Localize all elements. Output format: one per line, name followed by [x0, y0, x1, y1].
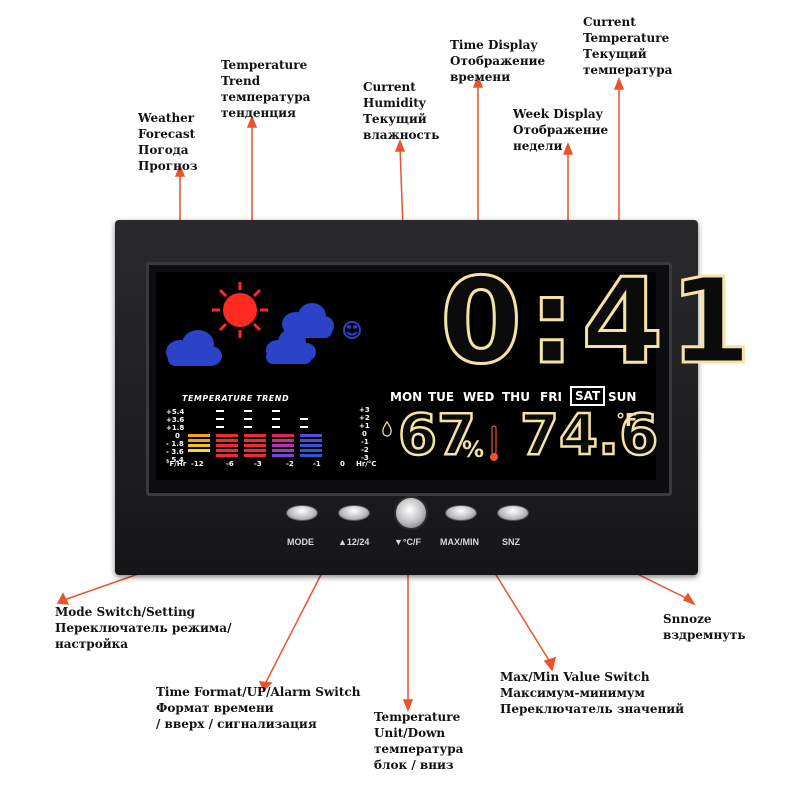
humidity-drop-icon: [382, 420, 392, 437]
cloud-icon-left: [166, 330, 222, 366]
arrow-up: [258, 681, 273, 692]
left-tick: - 1.8: [166, 440, 184, 448]
temperature-unit: °F: [616, 410, 638, 431]
x-tick: °F/Hr: [166, 460, 187, 468]
trend-col-6: [216, 434, 238, 457]
trend-grid-dashes: [216, 410, 308, 428]
right-tick: -2: [361, 446, 369, 454]
maxmin-button[interactable]: [445, 505, 477, 521]
mode-button[interactable]: [286, 505, 318, 521]
weekday-tue: TUE: [428, 390, 455, 404]
weekday-mon: MON: [390, 390, 423, 404]
trend-col-1: [300, 434, 322, 457]
x-tick: 0: [340, 460, 345, 468]
arrow-week: [562, 141, 574, 155]
x-tick: -12: [191, 460, 204, 468]
humidity-unit: %: [462, 438, 485, 463]
snooze-button[interactable]: [497, 505, 529, 521]
left-tick: +3.6: [166, 416, 185, 424]
left-tick: 0: [175, 432, 180, 440]
arrow-maxmin: [543, 656, 557, 672]
down-button-label: ▼°C/F: [394, 537, 422, 547]
humidity-value: 67: [397, 403, 477, 468]
left-tick: +5.4: [166, 408, 185, 416]
arrow-down: [402, 699, 414, 713]
left-tick: +1.8: [166, 424, 185, 432]
x-tick: Hr/°C: [356, 460, 377, 468]
arrow-time: [472, 74, 484, 88]
trend-col-12: [188, 434, 210, 452]
x-tick: -2: [286, 460, 294, 468]
trend-col-2: [272, 434, 294, 457]
up-1224-button[interactable]: [338, 505, 370, 521]
right-tick: -1: [361, 438, 369, 446]
weather-forecast-icons: [166, 282, 361, 366]
x-tick: -6: [226, 460, 234, 468]
down-cf-button[interactable]: [394, 496, 428, 530]
right-tick: +1: [359, 422, 370, 430]
left-tick: - 5.4: [166, 456, 184, 464]
thermometer-icon: [490, 425, 498, 461]
right-tick: +3: [359, 406, 370, 414]
arrow-weather: [174, 163, 186, 177]
right-tick: 0: [362, 430, 367, 438]
weekday-wed: WED: [463, 390, 495, 404]
arrow-trend: [246, 114, 258, 128]
snz-button-label: SNZ: [502, 537, 520, 547]
smiley-icon: [343, 321, 361, 339]
x-tick: -1: [313, 460, 321, 468]
weekday-sun: SUN: [608, 390, 637, 404]
sun-icon: [212, 282, 268, 338]
trend-col-3: [244, 434, 266, 457]
up-button-label: ▲12/24: [338, 537, 370, 547]
maxmin-button-label: MAX/MIN: [440, 537, 479, 547]
mode-button-label: MODE: [287, 537, 314, 547]
weekday-thu: THU: [502, 390, 530, 404]
arrow-humidity: [394, 138, 406, 152]
temperature-value: 74.6: [519, 403, 660, 468]
arrow-snz: [682, 592, 696, 606]
right-tick: +2: [359, 414, 370, 422]
weekday-fri: FRI: [540, 390, 562, 404]
arrow-mode: [56, 592, 70, 605]
weekday-sat-active: SAT: [570, 386, 606, 406]
right-tick: -3: [361, 454, 369, 462]
arrow-temp: [613, 76, 625, 90]
left-tick: - 3.6: [166, 448, 184, 456]
trend-title: TEMPERATURE TREND: [182, 394, 290, 403]
trend-bars: [188, 410, 322, 457]
time-display: 0:41: [439, 252, 758, 390]
x-tick: -3: [254, 460, 262, 468]
cloud-icon-middle: [266, 329, 316, 364]
